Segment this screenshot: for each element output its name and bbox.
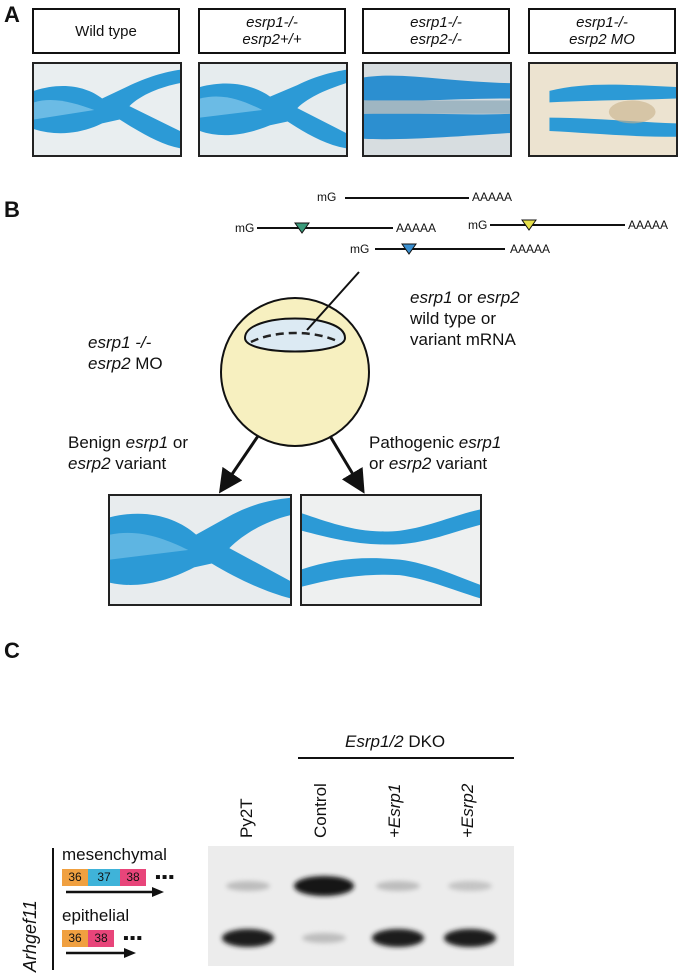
mrna-tail: AAAAA [396,221,437,235]
label-line: esrp2+/+ [242,31,302,48]
cartilage-image-esrp2-wt [198,62,348,157]
label-line: esrp2 MO [569,31,635,48]
pathogenic-outcome-image [300,494,482,606]
dko-group-label: Esrp1/2 DKO [345,732,446,751]
mrna-cap: mG [350,242,370,256]
primer-arrow [66,948,136,958]
label-esrp1-esrp2-wt: esrp1-/- esrp2+/+ [198,8,346,54]
exon-box: 37 [88,869,120,886]
lane-label-control: Control [311,783,330,838]
mrna-tail: AAAAA [472,190,513,204]
label-line: esrp2-/- [410,31,462,48]
panel-a-letter: A [4,2,20,27]
gene-label: Arhgef11 [20,900,40,972]
lane-label-esrp1: +Esrp1 [385,783,404,838]
mrna-diagram [257,197,625,255]
cartilage-image-esrp2-ko [362,62,512,157]
isoform-name-epithelial: epithelial [62,906,130,925]
cartilage-image-esrp2-mo [528,62,678,157]
ellipsis: ▪▪▪ [154,869,175,886]
embryo-injection-diagram [220,271,370,447]
outcome-arrows [218,435,365,494]
isoform-name-mesenchymal: mesenchymal [62,845,167,864]
mrna-cap: mG [317,190,337,204]
mrna-cap: mG [235,221,255,235]
mrna-cap: mG [468,218,488,232]
ellipsis: ▪▪▪ [122,930,143,947]
label-line: esrp1-/- [576,14,628,31]
gene-bracket [52,848,54,970]
label-wild-type: Wild type [32,8,180,54]
label-line: Wild type [75,22,137,40]
lane-label-py2t: Py2T [237,798,256,838]
rt-pcr-gel [208,846,514,966]
label-line: esrp1-/- [246,14,298,31]
embryo-genotype-label: esrp1 -/- esrp2 MO [88,333,163,373]
mrna-tail: AAAAA [510,242,551,256]
label-esrp1-esrp2-ko: esrp1-/- esrp2-/- [362,8,510,54]
primer-arrow [66,887,164,897]
exon-box: 38 [88,930,114,947]
benign-variant-label: Benign esrp1 or esrp2 variant [68,433,189,473]
pathogenic-variant-label: Pathogenic esrp1 or esrp2 variant [369,433,502,473]
injection-label: esrp1 or esrp2 wild type or variant mRNA [410,288,520,349]
panel-b-letter: B [4,197,20,222]
cartilage-image-wild-type [32,62,182,157]
mrna-tail: AAAAA [628,218,669,232]
exon-box: 36 [62,930,88,947]
exon-box: 38 [120,869,146,886]
label-esrp1-esrp2-mo: esrp1-/- esrp2 MO [528,8,676,54]
benign-outcome-image [108,494,292,606]
exon-box: 36 [62,869,88,886]
panel-c-letter: C [4,638,20,663]
dko-group-bar [298,757,514,759]
lane-label-esrp2: +Esrp2 [458,783,477,838]
label-line: esrp1-/- [410,14,462,31]
